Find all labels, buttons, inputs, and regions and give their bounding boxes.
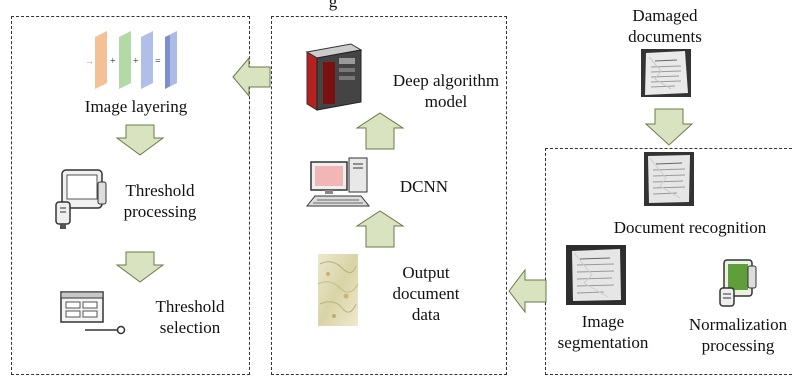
- threshold-processing-label: Threshold processing: [123, 181, 197, 221]
- damaged-document-icon: [641, 49, 691, 97]
- output-document-data-label: Output document data: [392, 263, 460, 324]
- desktop-computer-icon: [305, 154, 375, 212]
- arrow-up-2: [355, 210, 405, 248]
- arrow-left-top: [232, 56, 272, 98]
- app-window-icon: [59, 290, 129, 336]
- threshold-selection-label: Threshold selection: [155, 297, 225, 337]
- server-tower-icon: [301, 42, 365, 112]
- left-panel: [11, 16, 250, 375]
- crumpled-document-icon: [644, 152, 694, 206]
- svg-text:=: =: [155, 56, 161, 67]
- normalization-processing-label: Normalization processing: [688, 315, 788, 355]
- image-layering-label: Image layering: [84, 97, 188, 116]
- segmented-document-icon: [566, 245, 626, 305]
- arrow-down-right: [644, 108, 694, 146]
- svg-text:+: +: [110, 56, 116, 67]
- document-texture-icon: [318, 254, 358, 326]
- image-layers-icon: → + + =: [85, 31, 185, 91]
- middle-panel: [271, 16, 507, 375]
- svg-text:+: +: [133, 56, 139, 67]
- tablet-device-icon: [52, 168, 112, 230]
- normalization-device-icon: [718, 258, 764, 308]
- arrow-left-bottom: [508, 268, 548, 314]
- top-partial-text: g: [328, 0, 338, 11]
- dcnn-label: DCNN: [399, 177, 449, 196]
- document-recognition-label: Document recognition: [613, 218, 767, 237]
- svg-text:→: →: [85, 56, 94, 66]
- damaged-documents-label: Damaged documents: [628, 6, 702, 46]
- arrow-down-1: [115, 124, 165, 156]
- arrow-up-1: [355, 112, 405, 150]
- right-panel: [545, 148, 794, 375]
- deep-algorithm-model-label: Deep algorithm model: [392, 71, 500, 111]
- image-segmentation-label: Image segmentation: [557, 312, 649, 352]
- arrow-down-2: [115, 251, 165, 283]
